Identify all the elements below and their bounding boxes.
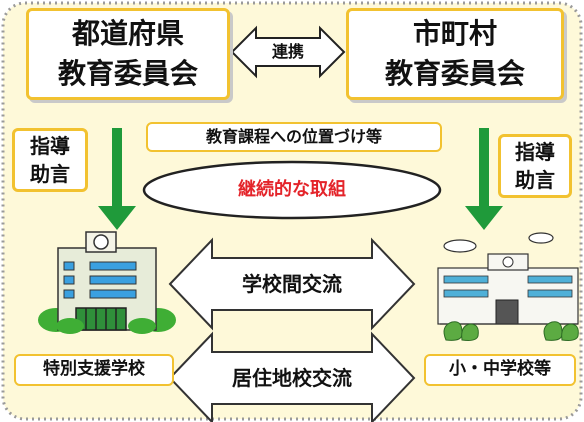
left-guidance-line1: 指導 xyxy=(30,133,70,158)
school-exchange-arrow xyxy=(168,237,416,331)
right-guidance-box xyxy=(498,134,572,198)
elementary-junior-school-building xyxy=(437,232,579,341)
municipal-board-line2: 教育委員会 xyxy=(384,56,525,90)
left-down-arrow xyxy=(98,128,136,230)
ongoing-effort-label: 継続的な取組 xyxy=(238,178,346,200)
prefecture-board-box xyxy=(26,8,230,100)
municipal-board-box xyxy=(346,8,564,100)
municipal-board-line1: 市町村 xyxy=(412,16,497,50)
elementary-junior-label: 小・中学校等 xyxy=(449,359,551,380)
residence-exchange-arrow xyxy=(168,331,416,422)
residence-exchange-label: 居住地校交流 xyxy=(232,365,352,390)
right-guidance-line1: 指導 xyxy=(515,139,555,164)
link-double-arrow xyxy=(230,25,346,79)
prefecture-board-line2: 教育委員会 xyxy=(57,56,198,90)
link-label: 連携 xyxy=(271,41,304,61)
special-support-school-building xyxy=(38,231,176,334)
prefecture-board-line1: 都道府県 xyxy=(71,16,184,50)
curriculum-box xyxy=(146,122,442,152)
ongoing-effort-ellipse xyxy=(142,160,442,220)
right-guidance-line2: 助言 xyxy=(515,167,555,192)
special-support-label-box xyxy=(14,354,174,386)
curriculum-label: 教育課程への位置づけ等 xyxy=(205,126,382,146)
school-exchange-label: 学校間交流 xyxy=(242,271,342,296)
right-down-arrow xyxy=(465,128,503,230)
left-guidance-line2: 助言 xyxy=(30,161,70,186)
left-guidance-box xyxy=(12,128,88,192)
special-support-label: 特別支援学校 xyxy=(43,359,145,380)
elementary-junior-label-box xyxy=(424,354,576,386)
